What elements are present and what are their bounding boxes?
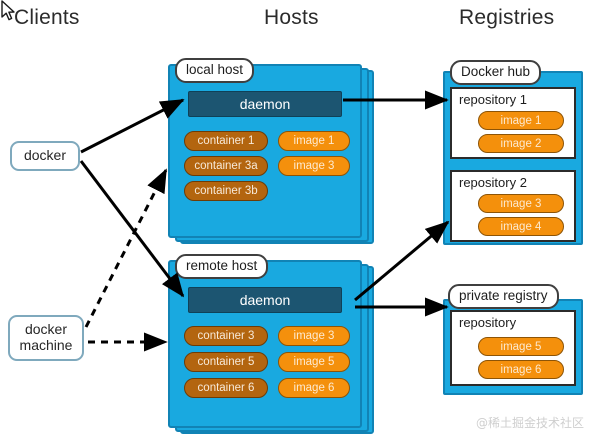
repository-2-image-4[interactable]: image 4: [478, 217, 564, 236]
column-title-hosts: Hosts: [264, 6, 319, 29]
repository-1-title: repository 1: [459, 92, 527, 107]
image-remote-6[interactable]: image 6: [278, 378, 350, 398]
container-remote-6[interactable]: container 6: [184, 378, 268, 398]
repository-private[interactable]: repository image 5 image 6: [450, 310, 576, 386]
column-title-clients: Clients: [14, 6, 80, 29]
image-local-3[interactable]: image 3: [278, 156, 350, 176]
image-remote-3[interactable]: image 3: [278, 326, 350, 346]
daemon-remote-host-label: daemon: [239, 292, 291, 308]
client-docker-machine-label-line1: docker: [24, 321, 68, 338]
repository-1-image-2[interactable]: image 2: [478, 134, 564, 153]
arrow-docker-machine-to-local-host: [84, 168, 168, 328]
container-remote-3[interactable]: container 3: [184, 326, 268, 346]
repository-1-image-1[interactable]: image 1: [478, 111, 564, 130]
repository-private-image-6[interactable]: image 6: [478, 360, 564, 379]
daemon-local-host-label: daemon: [239, 96, 291, 112]
container-local-1[interactable]: container 1: [184, 131, 268, 151]
daemon-remote-host[interactable]: daemon: [188, 287, 342, 313]
daemon-local-host[interactable]: daemon: [188, 91, 342, 117]
repository-2[interactable]: repository 2 image 3 image 4: [450, 170, 576, 242]
column-title-registries: Registries: [459, 6, 555, 29]
repository-2-image-3[interactable]: image 3: [478, 194, 564, 213]
host-remote-host[interactable]: remote host daemon container 3 container…: [168, 254, 374, 440]
registry-label-private-registry: private registry: [448, 284, 559, 310]
image-remote-5[interactable]: image 5: [278, 352, 350, 372]
repository-private-title: repository: [459, 315, 517, 330]
repository-private-image-5[interactable]: image 5: [478, 337, 564, 356]
watermark: @稀土掘金技术社区: [476, 416, 585, 430]
client-docker-machine-label-line2: machine: [19, 337, 73, 353]
registry-label-docker-hub: Docker hub: [450, 60, 542, 86]
container-remote-5[interactable]: container 5: [184, 352, 268, 372]
host-label-local-host: local host: [175, 58, 255, 84]
host-local-host[interactable]: local host daemon container 1 container …: [168, 58, 374, 244]
mouse-cursor-icon: [1, 0, 15, 21]
host-label-remote-host: remote host: [175, 254, 269, 280]
client-docker-machine[interactable]: docker machine: [8, 315, 84, 361]
client-docker[interactable]: docker: [10, 141, 80, 171]
client-docker-label: docker: [23, 147, 67, 164]
container-local-3a[interactable]: container 3a: [184, 156, 268, 176]
image-local-1[interactable]: image 1: [278, 131, 350, 151]
repository-2-title: repository 2: [459, 175, 527, 190]
repository-1[interactable]: repository 1 image 1 image 2: [450, 87, 576, 159]
container-local-3b[interactable]: container 3b: [184, 181, 268, 201]
